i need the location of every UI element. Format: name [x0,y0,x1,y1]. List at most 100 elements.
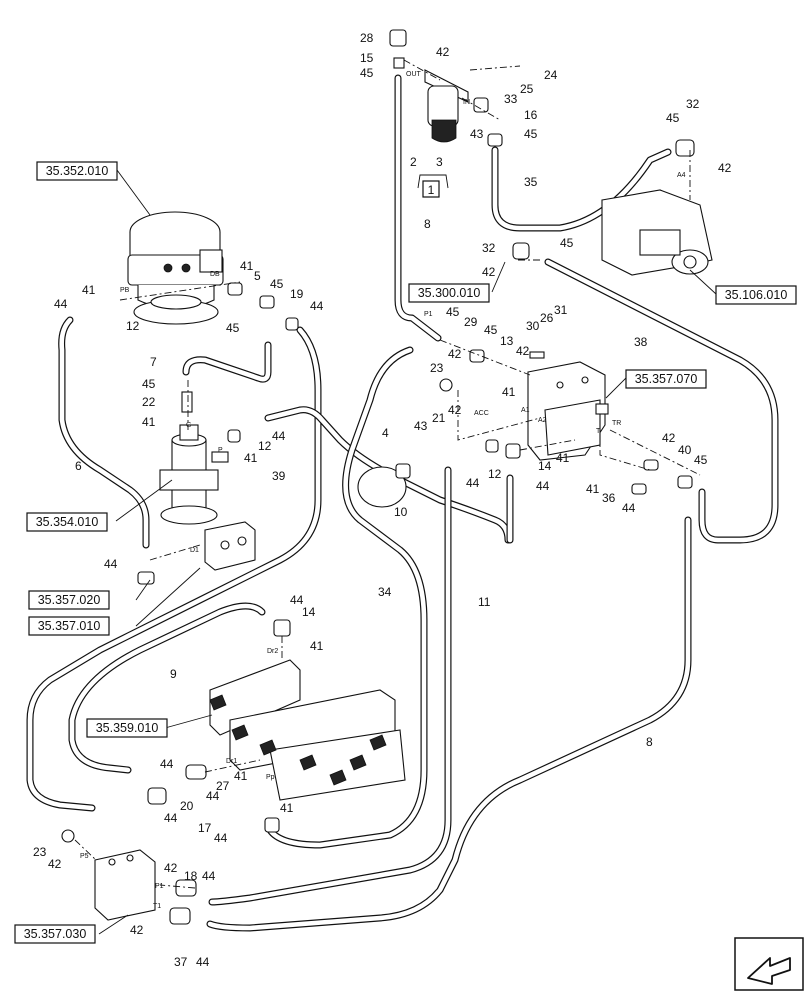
callout-38[interactable]: 38 [634,335,648,349]
ref-35-357-010[interactable]: 35.357.010 [28,616,110,636]
callout-45[interactable]: 45 [666,111,680,125]
callout-23[interactable]: 23 [33,845,47,859]
callout-12[interactable]: 12 [126,319,140,333]
ref-35-357-070[interactable]: 35.357.070 [625,369,707,389]
callout-45[interactable]: 45 [484,323,498,337]
callout-12[interactable]: 12 [488,467,502,481]
ref-35-354-010[interactable]: 35.354.010 [26,512,108,532]
callout-21[interactable]: 21 [432,411,446,425]
callout-30[interactable]: 30 [526,319,540,333]
callout-11[interactable]: 11 [478,595,491,609]
callout-36[interactable]: 36 [602,491,616,505]
callout-17[interactable]: 17 [198,821,212,835]
callout-18[interactable]: 18 [184,869,198,883]
callout-8[interactable]: 8 [424,217,431,231]
callout-24[interactable]: 24 [544,68,558,82]
callout-41[interactable]: 41 [310,639,324,653]
callout-42[interactable]: 42 [482,265,496,279]
assembly-box[interactable]: 1 [422,180,440,198]
callout-14[interactable]: 14 [538,459,552,473]
callout-44[interactable]: 44 [310,299,324,313]
callout-25[interactable]: 25 [520,82,534,96]
callout-45[interactable]: 45 [446,305,460,319]
callout-41[interactable]: 41 [240,259,254,273]
callout-42[interactable]: 42 [516,344,530,358]
callout-5[interactable]: 5 [254,269,261,283]
callout-41[interactable]: 41 [556,451,570,465]
ref-35-357-030[interactable]: 35.357.030 [14,924,96,944]
callout-41[interactable]: 41 [244,451,258,465]
callout-4[interactable]: 4 [382,426,389,440]
callout-42[interactable]: 42 [718,161,732,175]
ref-35-106-010[interactable]: 35.106.010 [715,285,797,305]
callout-44[interactable]: 44 [54,297,68,311]
callout-15[interactable]: 15 [360,51,374,65]
ref-35-359-010[interactable]: 35.359.010 [86,718,168,738]
callout-45[interactable]: 45 [270,277,284,291]
callout-32[interactable]: 32 [482,241,496,255]
callout-44[interactable]: 44 [160,757,174,771]
callout-43[interactable]: 43 [470,127,484,141]
callout-42[interactable]: 42 [130,923,144,937]
callout-44[interactable]: 44 [206,789,220,803]
callout-45[interactable]: 45 [226,321,240,335]
callout-43[interactable]: 43 [414,419,428,433]
callout-41[interactable]: 41 [586,482,600,496]
callout-16[interactable]: 16 [524,108,538,122]
callout-39[interactable]: 39 [272,469,286,483]
callout-37[interactable]: 37 [174,955,188,969]
callout-41[interactable]: 41 [82,283,96,297]
callout-41[interactable]: 41 [280,801,294,815]
callout-26[interactable]: 26 [540,311,554,325]
callout-35[interactable]: 35 [524,175,538,189]
callout-22[interactable]: 22 [142,395,156,409]
callout-23[interactable]: 23 [430,361,444,375]
callout-45[interactable]: 45 [142,377,156,391]
callout-40[interactable]: 40 [678,443,692,457]
callout-45[interactable]: 45 [524,127,538,141]
next-page-arrow-icon[interactable] [734,937,804,991]
callout-44[interactable]: 44 [272,429,286,443]
ref-35-357-020[interactable]: 35.357.020 [28,590,110,610]
callout-41[interactable]: 41 [142,415,156,429]
callout-31[interactable]: 31 [554,303,568,317]
ref-35-300-010[interactable]: 35.300.010 [408,283,490,303]
callout-44[interactable]: 44 [202,869,216,883]
callout-42[interactable]: 42 [436,45,450,59]
callout-19[interactable]: 19 [290,287,304,301]
callout-7[interactable]: 7 [150,355,157,369]
callout-44[interactable]: 44 [214,831,228,845]
callout-14[interactable]: 14 [302,605,316,619]
callout-44[interactable]: 44 [622,501,636,515]
callout-29[interactable]: 29 [464,315,478,329]
callout-13[interactable]: 13 [500,334,514,348]
callout-10[interactable]: 10 [394,505,408,519]
callout-44[interactable]: 44 [466,476,480,490]
callout-41[interactable]: 41 [234,769,248,783]
callout-41[interactable]: 41 [502,385,516,399]
callout-27[interactable]: 27 [216,779,230,793]
callout-44[interactable]: 44 [196,955,210,969]
callout-45[interactable]: 45 [694,453,708,467]
callout-42[interactable]: 42 [448,347,462,361]
callout-45[interactable]: 45 [560,236,574,250]
callout-42[interactable]: 42 [662,431,676,445]
callout-33[interactable]: 33 [504,92,518,106]
callout-12[interactable]: 12 [258,439,272,453]
callout-2[interactable]: 2 [410,155,417,169]
callout-8[interactable]: 8 [646,735,653,749]
callout-6[interactable]: 6 [75,459,82,473]
callout-45[interactable]: 45 [360,66,374,80]
callout-9[interactable]: 9 [170,667,177,681]
callout-34[interactable]: 34 [378,585,392,599]
callout-32[interactable]: 32 [686,97,700,111]
callout-3[interactable]: 3 [436,155,443,169]
callout-44[interactable]: 44 [104,557,118,571]
callout-42[interactable]: 42 [164,861,178,875]
callout-44[interactable]: 44 [290,593,304,607]
callout-44[interactable]: 44 [536,479,550,493]
ref-35-352-010[interactable]: 35.352.010 [36,161,118,181]
callout-42[interactable]: 42 [48,857,62,871]
callout-20[interactable]: 20 [180,799,194,813]
callout-28[interactable]: 28 [360,31,374,45]
